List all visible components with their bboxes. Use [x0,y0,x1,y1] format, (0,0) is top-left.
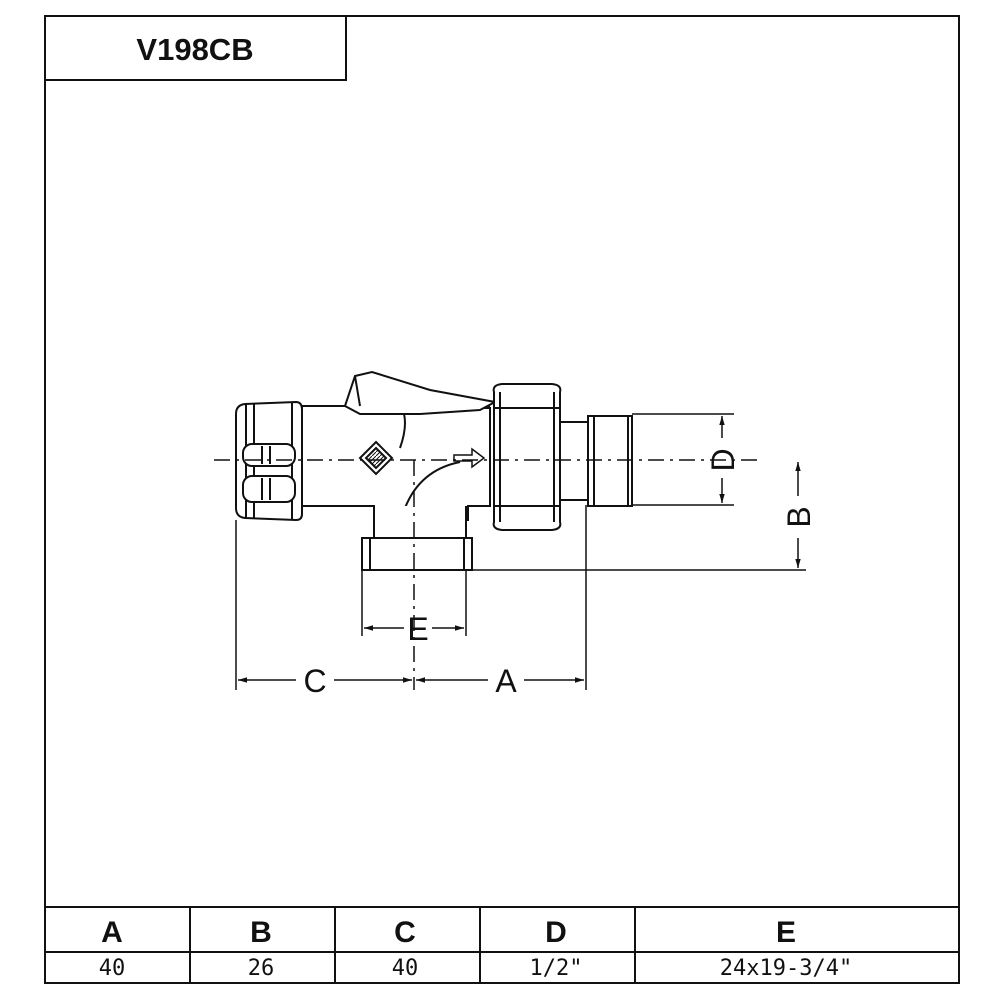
table-value-a: 40 [99,956,126,981]
dimension-label-d: D [705,448,741,471]
dimension-lines [238,416,801,683]
dimension-label-a: A [495,663,517,699]
valve-cap [235,400,303,522]
product-code-title: V198CB [136,32,253,67]
dimension-label-c: C [303,663,326,699]
tailpiece-collar [559,421,589,501]
dimension-table: A B C D E 40 26 40 1/2" 24x19-3/4" [45,906,959,983]
dimension-label-b: B [781,506,817,527]
title-block: V198CB [44,15,347,81]
sheet-border [44,15,960,984]
brand-diamond-logo [358,440,394,476]
table-value-c: 40 [392,956,419,981]
table-value-b: 26 [248,956,275,981]
extension-lines [235,413,806,690]
table-header-d: D [545,916,567,949]
dimension-label-e: E [407,611,428,647]
outlet-branch [361,506,473,571]
flow-direction-arrow [453,447,486,469]
tailpiece-thread [587,415,633,507]
table-header-a: A [101,916,123,949]
union-nut [492,383,562,531]
table-value-e: 24x19-3/4" [720,956,852,981]
centerlines [214,459,760,690]
table-header-e: E [776,916,796,949]
table-value-d: 1/2" [530,956,583,981]
valve-lever [343,370,498,415]
table-header-b: B [250,916,272,949]
table-header-c: C [394,916,416,949]
valve-drawing [235,370,633,571]
